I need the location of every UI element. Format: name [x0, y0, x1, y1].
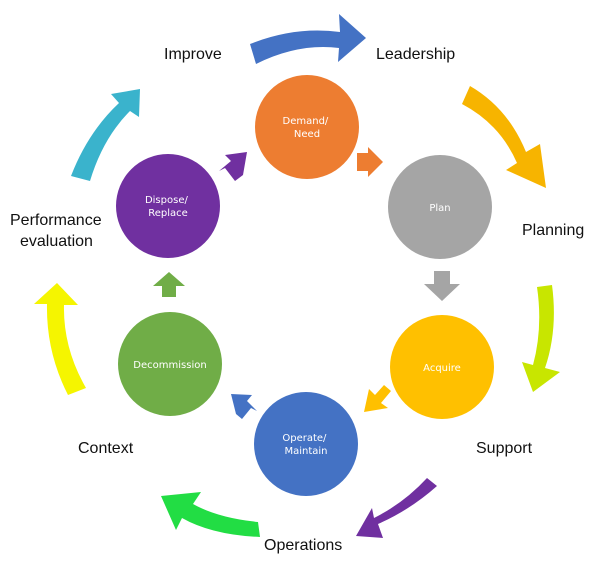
node-demand-need	[255, 75, 359, 179]
outer-arrow-improve-to-leadership	[250, 14, 366, 64]
outer-arrow-context-to-performance	[34, 283, 86, 395]
outer-arrow-leadership-to-planning	[462, 86, 546, 188]
node-label-demand-need: Demand/ Need	[283, 116, 332, 140]
outer-arrow-performance-to-improve	[71, 89, 140, 181]
inner-arrow-decommission-to-dispose	[153, 272, 185, 297]
inner-arrow-demand-to-plan	[357, 147, 383, 177]
node-operate-maintain	[254, 392, 358, 496]
outer-label-improve: Improve	[164, 46, 222, 63]
node-label-decommission: Decommission	[133, 360, 206, 371]
outer-label-performance-evaluation: Performance evaluation	[10, 212, 106, 250]
inner-arrow-operate-to-decommission	[231, 394, 257, 419]
node-dispose-replace	[116, 154, 220, 258]
node-plan	[388, 155, 492, 259]
inner-arrow-dispose-to-demand	[219, 152, 247, 181]
node-label-operate-maintain: Operate/ Maintain	[282, 433, 329, 457]
node-acquire	[390, 315, 494, 419]
node-label-acquire: Acquire	[423, 363, 461, 374]
outer-label-planning: Planning	[522, 222, 584, 239]
node-label-dispose-replace: Dispose/ Replace	[145, 195, 191, 219]
outer-label-operations: Operations	[264, 537, 342, 554]
outer-label-leadership: Leadership	[376, 46, 455, 63]
outer-label-support: Support	[476, 440, 533, 457]
outer-arrow-support-to-operations	[356, 478, 437, 538]
outer-arrow-operations-to-context	[161, 492, 260, 537]
outer-arrow-planning-to-support	[522, 285, 560, 392]
inner-arrow-plan-to-acquire	[424, 271, 460, 301]
node-decommission	[118, 312, 222, 416]
outer-label-context: Context	[78, 440, 134, 457]
inner-arrow-acquire-to-operate	[364, 385, 391, 412]
node-label-plan: Plan	[429, 203, 450, 214]
